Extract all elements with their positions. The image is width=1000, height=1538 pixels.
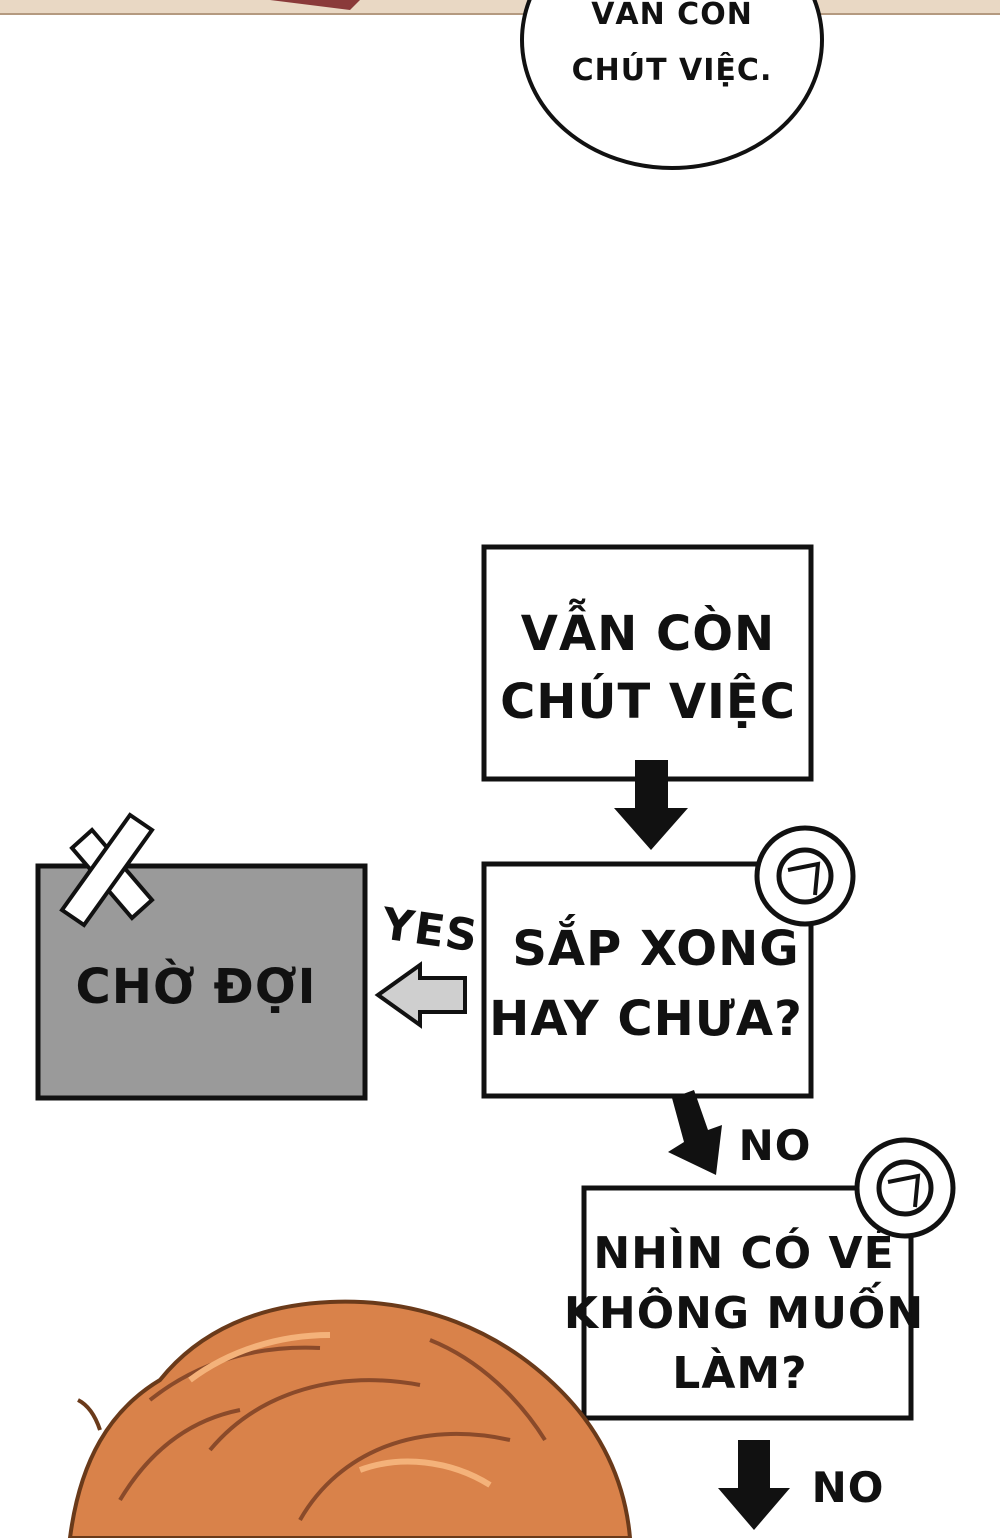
flow-box-middle-line1: SẮP XONG xyxy=(512,914,799,977)
arrow-down-2: NO xyxy=(668,1090,812,1175)
label-no-1: NO xyxy=(739,1121,812,1170)
label-yes: YES xyxy=(378,898,482,962)
flow-box-bottom-line3: LÀM? xyxy=(672,1346,807,1399)
speech-bubble-line2: CHÚT VIỆC. xyxy=(572,51,773,88)
speech-bubble-line1: VẪN CÒN xyxy=(591,0,753,32)
flow-box-middle: SẮP XONG HAY CHƯA? xyxy=(481,861,814,1099)
arrow-down-1 xyxy=(614,760,688,850)
flow-box-top: VẪN CÒN CHÚT VIỆC xyxy=(481,544,814,782)
flow-box-bottom-line1: NHÌN CÓ VẺ xyxy=(593,1222,894,1279)
arrow-left-yes: YES xyxy=(374,898,482,1029)
label-no-2: NO xyxy=(812,1463,885,1512)
top-panel-strip xyxy=(0,0,1000,15)
arrow-down-3: NO xyxy=(718,1440,885,1530)
flow-box-top-line2: CHÚT VIỆC xyxy=(500,673,796,730)
flow-box-wait-label: CHỜ ĐỢI xyxy=(75,958,316,1015)
character-hair-illustration xyxy=(67,1299,633,1538)
flow-box-middle-line2: HAY CHƯA? xyxy=(489,991,803,1047)
circle-mark-icon xyxy=(754,825,856,927)
speech-bubble: VẪN CÒN CHÚT VIỆC. xyxy=(520,0,824,170)
tape-cross-icon xyxy=(59,812,155,928)
flow-box-top-line1: VẪN CÒN xyxy=(521,598,775,662)
flow-box-bottom: NHÌN CÓ VẺ KHÔNG MUỐN LÀM? xyxy=(564,1185,924,1421)
flow-box-bottom-line2: KHÔNG MUỐN xyxy=(564,1281,924,1339)
circle-mark-icon xyxy=(854,1137,956,1239)
